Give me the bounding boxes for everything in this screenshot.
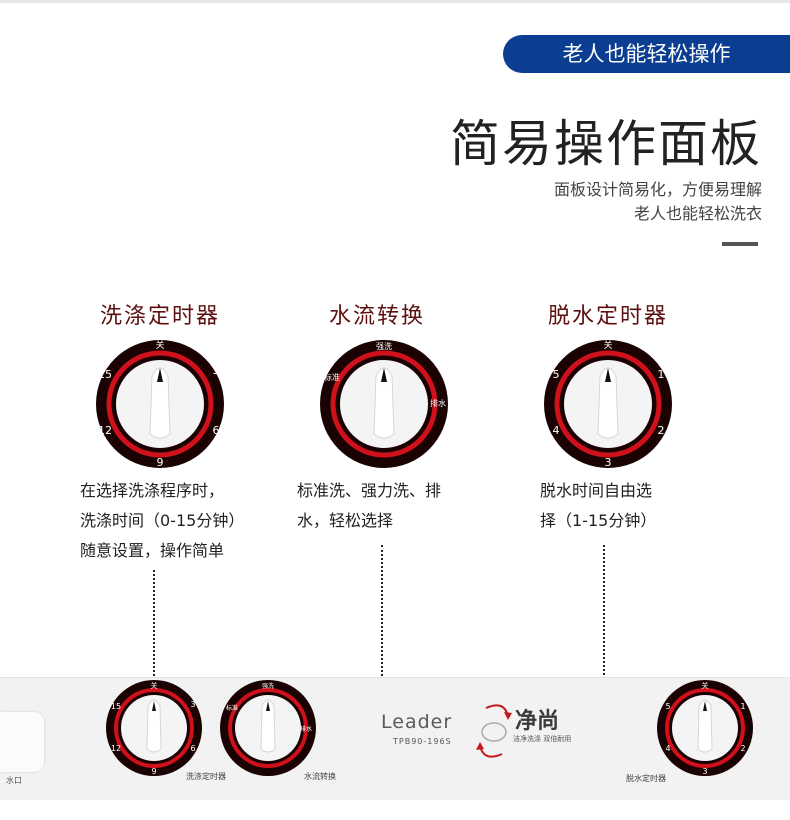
spin-timer-description: 脱水时间自由选 择（1-15分钟）: [540, 476, 656, 536]
spin-timer-knob[interactable]: 关 1 2 3 4 5: [536, 338, 680, 470]
wash-desc-line-1: 在选择洗涤程序时，: [80, 481, 225, 500]
spin-desc-line-2: 择（1-15分钟）: [540, 511, 657, 530]
wash-desc-line-2: 洗涤时间（0-15分钟）: [80, 511, 245, 530]
panel-spin-label: 脱水定时器: [626, 774, 666, 783]
wash-timer-knob[interactable]: 关 3 6 9 12 15: [88, 338, 232, 470]
panel-wash-mark-12: 12: [111, 744, 121, 753]
wash-desc-line-3: 随意设置，操作简单: [80, 541, 225, 560]
accent-dash: [722, 242, 758, 246]
spin-mark-2: 2: [658, 424, 665, 437]
panel-spin-mark-3: 3: [702, 767, 707, 776]
top-divider: [0, 0, 790, 3]
spin-timer-label: 脱水定时器: [548, 304, 669, 329]
wash-mark-15: 15: [98, 368, 112, 381]
flow-mark-strong: 强洗: [376, 341, 392, 351]
subtitle-line-2: 老人也能轻松洗衣: [633, 204, 762, 223]
product-slogan: 洁净洗涤 双倍耐用: [513, 735, 572, 743]
panel-spin-mark-5: 5: [665, 702, 670, 711]
feature-badge: 老人也能轻松操作: [503, 35, 790, 73]
panel-wash-mark-3: 3: [190, 700, 195, 709]
spin-mark-4: 4: [553, 424, 560, 437]
drain-knob-housing: [0, 712, 44, 772]
spin-desc-line-1: 脱水时间自由选: [540, 481, 653, 500]
wash-timer-description: 在选择洗涤程序时， 洗涤时间（0-15分钟） 随意设置，操作简单: [80, 476, 244, 566]
panel-flow-label: 水流转换: [304, 772, 336, 781]
wash-timer-label: 洗涤定时器: [100, 304, 221, 329]
wash-mark-off: 关: [155, 339, 164, 351]
water-flow-label: 水流转换: [329, 304, 426, 329]
panel-spin-mark-2: 2: [740, 744, 745, 753]
product-name: 净尚: [515, 709, 560, 734]
flow-mark-standard: 标准: [324, 372, 340, 382]
wash-mark-9: 9: [157, 456, 164, 469]
water-flow-description: 标准洗、强力洗、排 水，轻松选择: [297, 476, 441, 536]
flow-desc-line-2: 水，轻松选择: [297, 511, 394, 530]
panel-wash-knob[interactable]: 关 3 6 9 12 15: [104, 679, 204, 777]
drain-label: 水口: [6, 776, 22, 785]
wash-connector-line: [153, 570, 155, 688]
flow-desc-line-1: 标准洗、强力洗、排: [297, 481, 442, 500]
subtitle-line-1: 面板设计简易化，方便易理解: [553, 180, 762, 199]
page-title: 简易操作面板: [450, 115, 762, 173]
wash-mark-3: 3: [213, 364, 220, 377]
panel-spin-mark-1: 1: [740, 702, 745, 711]
spin-mark-3: 3: [605, 456, 612, 469]
page-subtitle: 面板设计简易化，方便易理解 老人也能轻松洗衣: [554, 178, 762, 226]
spin-mark-5: 5: [553, 368, 560, 381]
panel-wash-mark-9: 9: [151, 767, 156, 776]
panel-wash-mark-15: 15: [111, 702, 121, 711]
panel-wash-mark-6: 6: [190, 744, 195, 753]
cycle-arrows-icon: [476, 704, 512, 758]
panel-spin-mark-4: 4: [665, 744, 670, 753]
panel-flow-knob[interactable]: 强洗 排水 标准: [218, 679, 318, 777]
wash-mark-6: 6: [213, 424, 220, 437]
panel-wash-label: 洗涤定时器: [186, 772, 226, 781]
spin-connector-vertical: [603, 545, 605, 687]
flow-mark-drain: 排水: [430, 398, 446, 408]
brand-logo: Leader: [381, 711, 453, 733]
water-flow-knob[interactable]: 强洗 排水 标准: [312, 338, 456, 470]
spin-mark-off: 关: [603, 339, 612, 351]
panel-wash-mark-off: 关: [151, 681, 158, 690]
wash-mark-12: 12: [98, 424, 112, 437]
panel-flow-mark-standard: 标准: [226, 704, 238, 712]
panel-flow-mark-strong: 强洗: [262, 682, 274, 690]
spin-mark-1: 1: [658, 368, 665, 381]
panel-spin-knob[interactable]: 关 1 2 3 4 5: [655, 679, 755, 777]
panel-spin-mark-off: 关: [702, 681, 709, 690]
panel-flow-mark-drain: 排水: [300, 725, 312, 733]
model-number: TPB90-196S: [393, 737, 452, 746]
flow-connector-vertical: [381, 545, 383, 688]
